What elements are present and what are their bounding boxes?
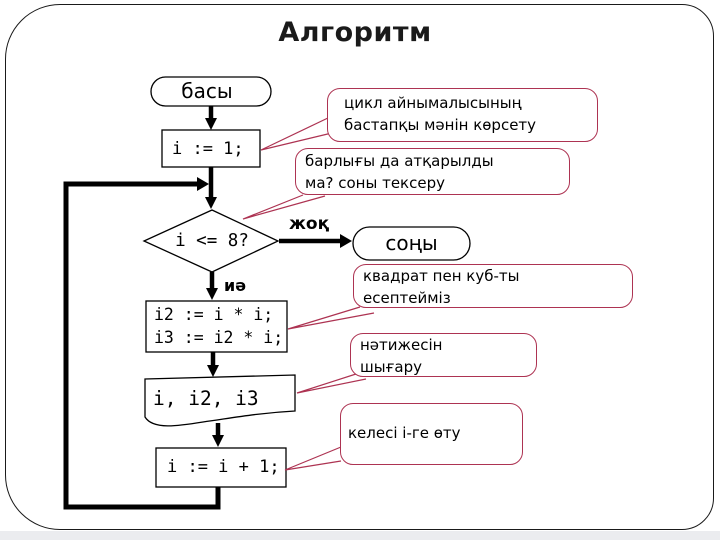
callout-tail-init-note <box>260 116 337 151</box>
callout-increment-note-text: келесі i-ге өту <box>348 424 461 443</box>
callout-condition-note-line2: ма? соны тексеру <box>305 173 445 192</box>
compute-code-line2: i3 := i2 * i; <box>154 327 284 347</box>
callout-output-note-line2: шығару <box>360 357 423 376</box>
init-process-shape <box>161 129 261 168</box>
callout-init-note: цикл айнымалысының бастапқы мәнін көрсет… <box>327 88 598 142</box>
condition-code-text: i <= 8? <box>175 231 249 251</box>
branch-no-label: жоқ <box>289 214 330 234</box>
increment-code-text: i := i + 1; <box>167 457 280 477</box>
callout-tail-condition-note <box>242 194 326 220</box>
end-terminal-shape <box>352 226 471 261</box>
output-code-text: i, i2, i3 <box>153 387 259 410</box>
loop-back-connector <box>63 181 221 510</box>
callout-condition-note: барлығы да атқарылды ма? соны тексеру <box>295 148 570 195</box>
arrowhead-into-compute <box>206 288 218 300</box>
callout-compute-note-line1: квадрат пен куб-ты <box>363 267 520 285</box>
callout-increment-note: келесі i-ге өту <box>340 403 523 465</box>
arrowhead-loop-join <box>197 177 209 191</box>
callout-output-note-line1: нәтижесін <box>360 336 443 354</box>
arrowhead-into-output <box>207 365 219 377</box>
compute-process-shape <box>145 300 288 353</box>
callout-compute-note: квадрат пен куб-ты есептейміз <box>353 264 633 308</box>
slide-bottom-margin <box>0 531 720 540</box>
callout-tail-increment-note <box>284 446 342 471</box>
callout-tail-output-note <box>296 373 367 394</box>
increment-process-shape <box>155 447 287 488</box>
init-code-text: i := 1; <box>172 139 244 159</box>
branch-yes-label: иә <box>224 276 247 295</box>
end-terminal-label: соңы <box>385 231 438 255</box>
arrowhead-into-end <box>340 234 352 248</box>
callout-condition-note-line1: барлығы да атқарылды <box>305 152 494 170</box>
compute-code-text: i2 := i * i; i3 := i2 * i; <box>154 304 283 349</box>
arrowhead-into-condition <box>205 197 217 209</box>
output-shape <box>144 374 296 427</box>
compute-code-line1: i2 := i * i; <box>154 305 274 324</box>
arrowhead-into-increment <box>212 435 224 447</box>
callout-init-note-line1: цикл айнымалысының <box>344 94 522 112</box>
callout-compute-note-line2: есептейміз <box>363 288 451 307</box>
callout-tail-compute-note <box>287 306 375 330</box>
callout-init-note-line2: бастапқы мәнін көрсету <box>344 115 537 134</box>
start-terminal-label: басы <box>181 79 233 103</box>
arrowhead-start-to-init <box>205 118 217 130</box>
slide-title: Алгоритм <box>278 17 432 48</box>
callout-output-note: нәтижесін шығару <box>350 333 537 377</box>
